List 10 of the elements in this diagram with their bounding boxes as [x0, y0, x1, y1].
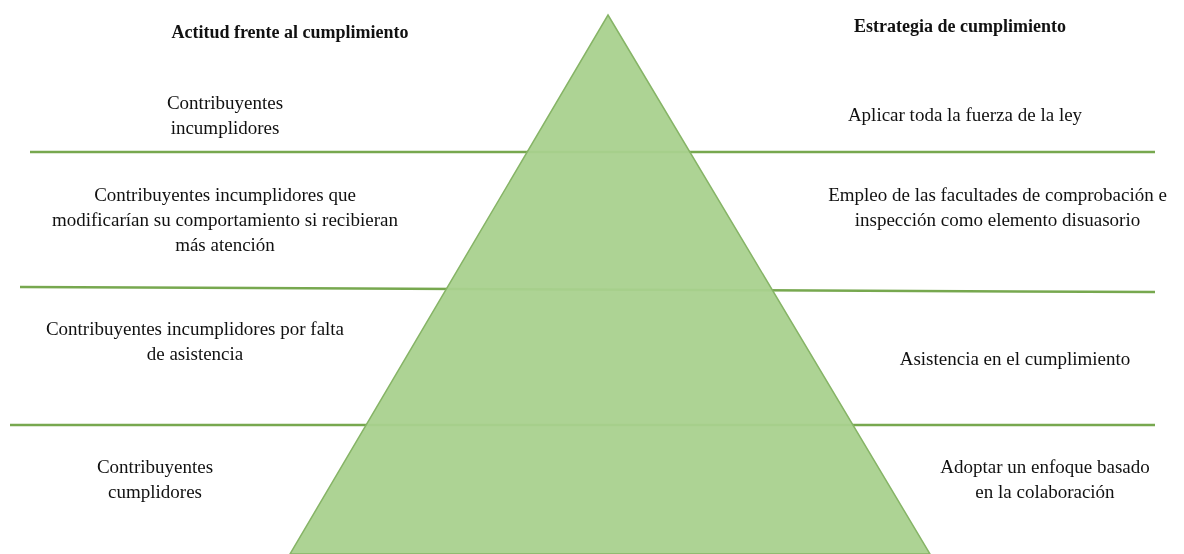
strategy-label: Adoptar un enfoque basado en la colaboración — [940, 455, 1150, 504]
strategy-label: Empleo de las facultades de comprobación e inspección como elemento disuasorio — [827, 183, 1168, 232]
strategy-label: Aplicar toda la fuerza de la ley — [846, 103, 1084, 127]
taxpayer-attitude-label: Contribuyentes incumplidores que modificarían su comportamiento si recibieran más atención — [50, 183, 400, 257]
column-heading: Actitud frente al cumplimiento — [170, 21, 410, 44]
column-heading: Estrategia de cumplimiento — [853, 15, 1067, 38]
taxpayer-attitude-label: Contribuyentes incumplidores — [165, 91, 285, 140]
strategy-label: Asistencia en el cumplimiento — [898, 347, 1132, 371]
taxpayer-attitude-label: Contribuyentes incumplidores por falta de asistencia — [44, 317, 346, 366]
taxpayer-attitude-label: Contribuyentes cumplidores — [95, 455, 215, 504]
